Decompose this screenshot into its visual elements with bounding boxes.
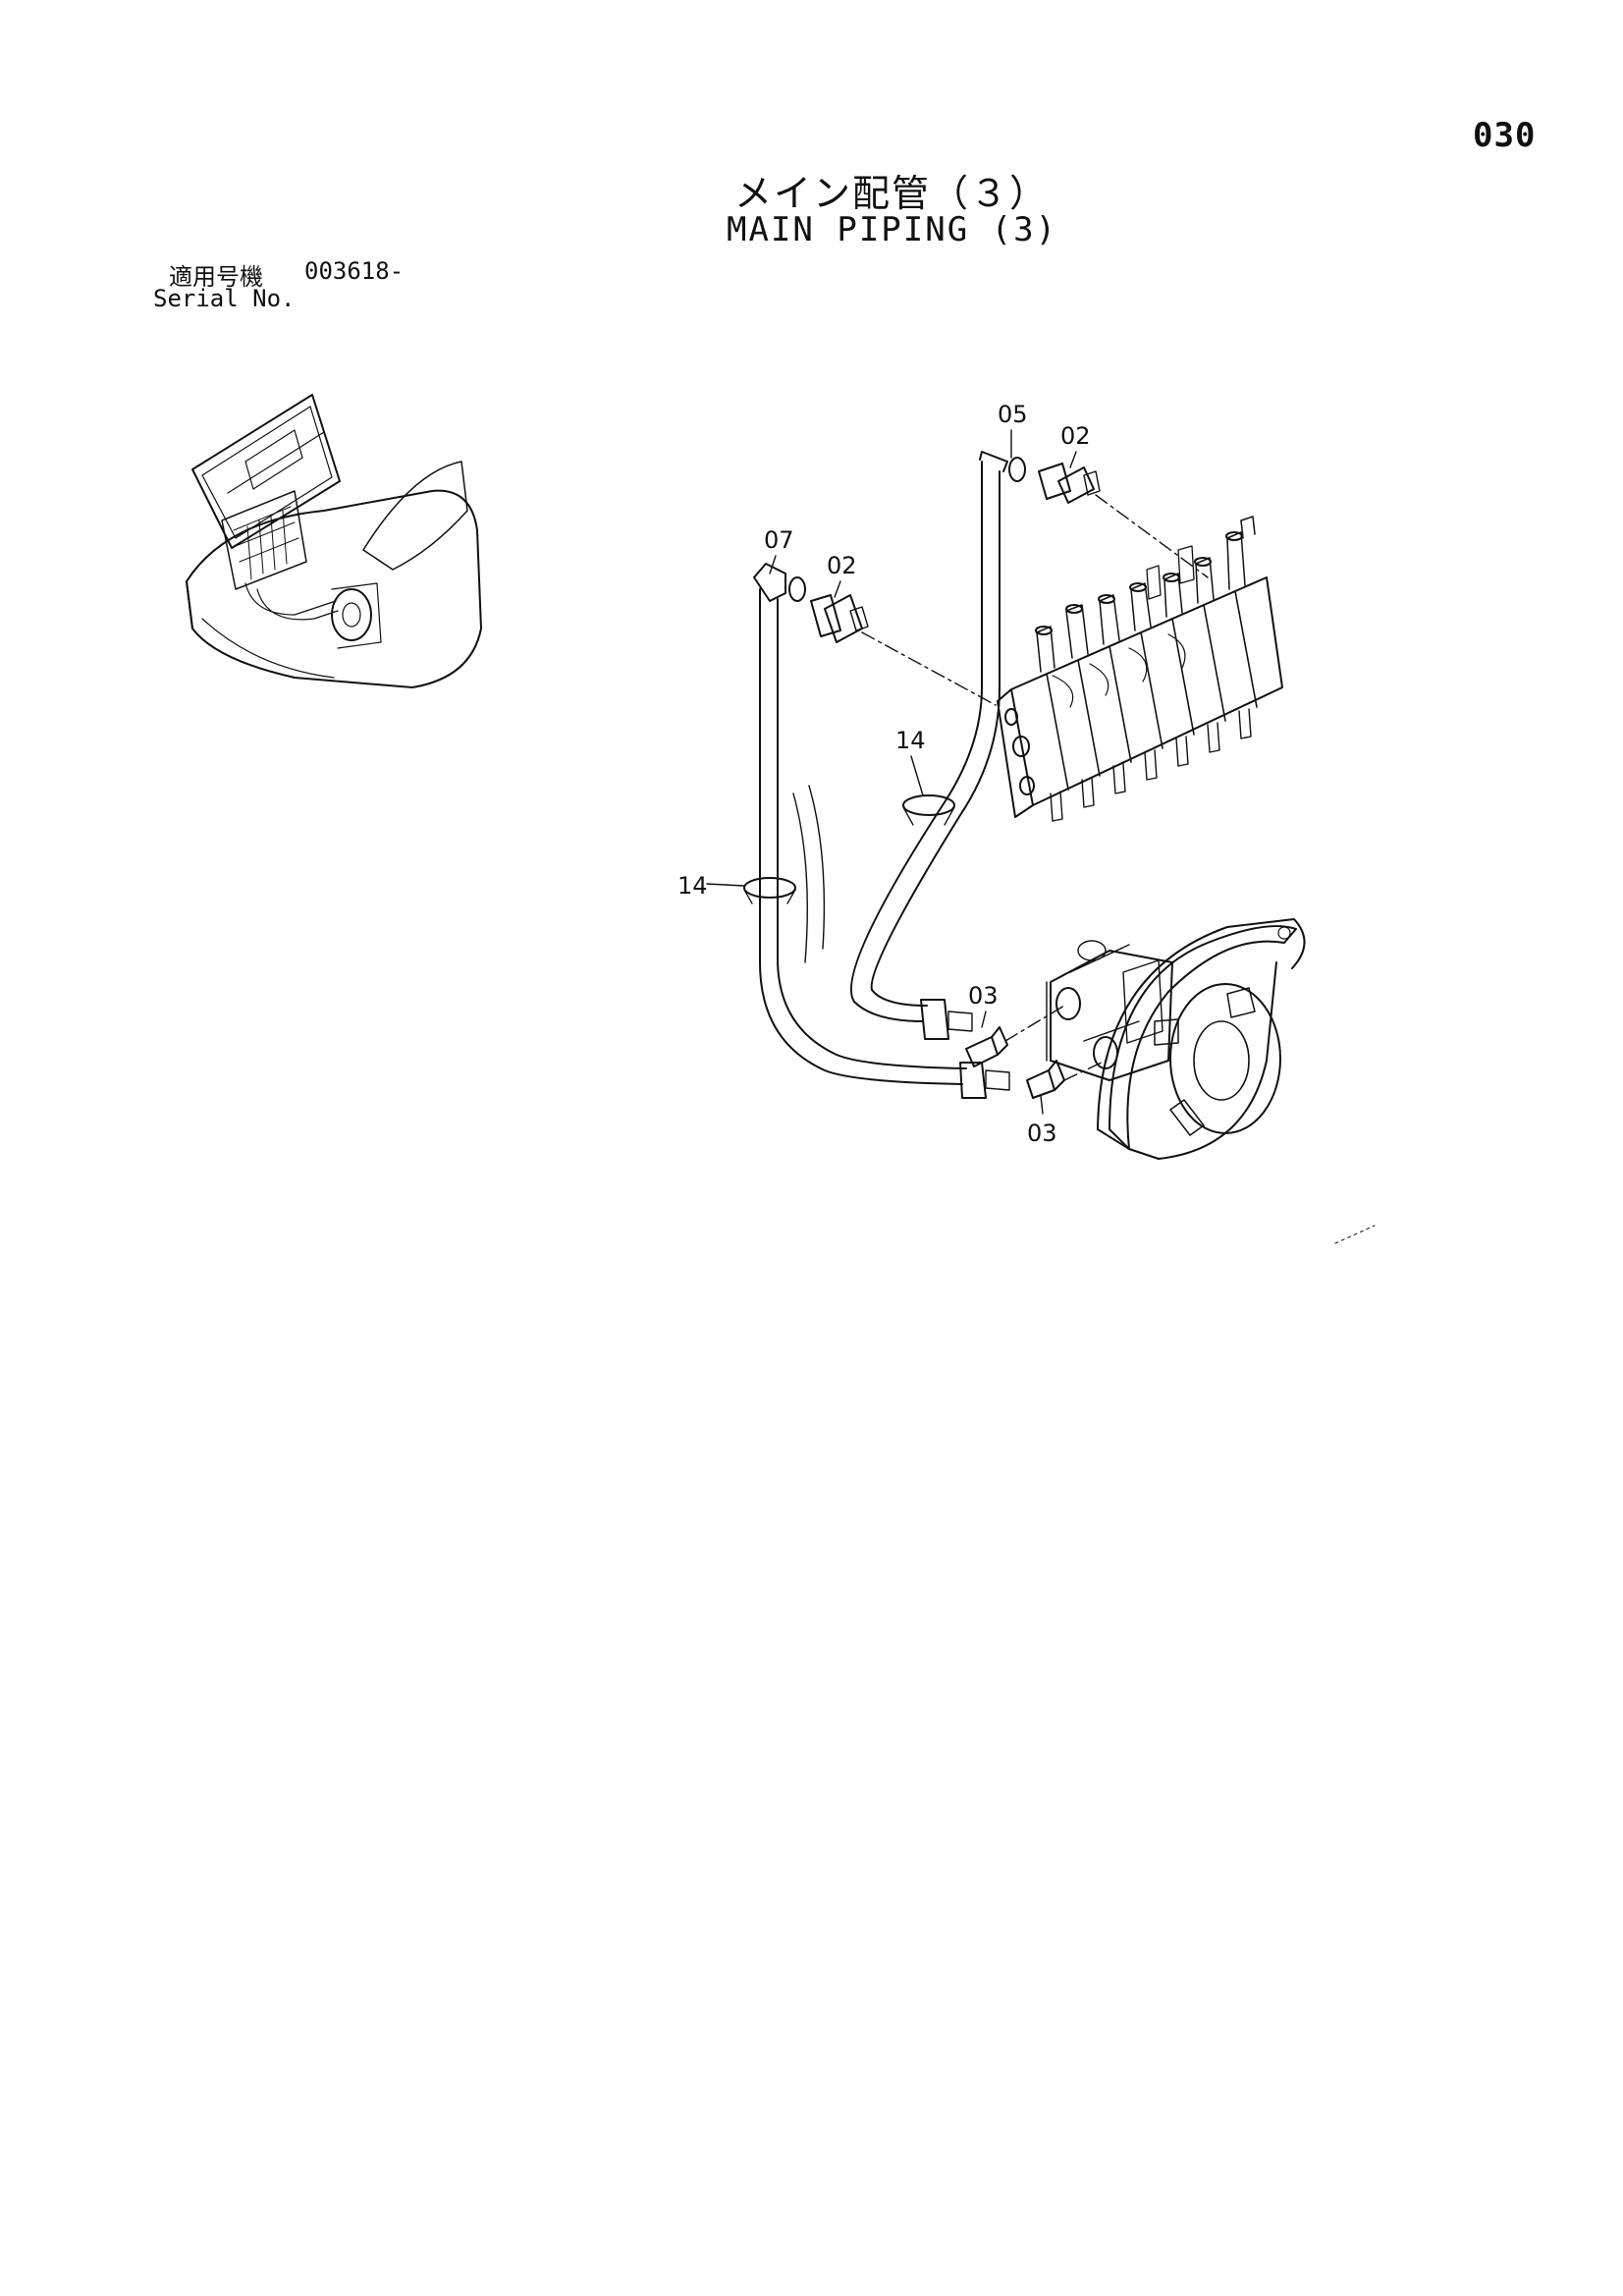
serial-label: Serial No. bbox=[153, 285, 296, 312]
callout-03-lower: 03 bbox=[1027, 1120, 1057, 1147]
page-title: MAIN PIPING (3) bbox=[727, 210, 1058, 249]
hose-05-to-03 bbox=[850, 451, 1026, 1040]
hose-clamp bbox=[743, 877, 796, 904]
adapter-02-middle bbox=[810, 594, 869, 643]
callout-02-upper: 02 bbox=[1060, 422, 1091, 450]
callout-05: 05 bbox=[998, 401, 1028, 428]
serial-number-value: 003618- bbox=[304, 257, 405, 285]
callout-07: 07 bbox=[764, 526, 794, 554]
callout-02-middle: 02 bbox=[827, 552, 857, 579]
control-valve-assembly bbox=[997, 516, 1283, 822]
machine-overview-illustration bbox=[186, 394, 482, 688]
hose-clamp bbox=[902, 794, 955, 826]
connection-leader-lines bbox=[861, 494, 1209, 1081]
page-number: 030 bbox=[1473, 116, 1537, 155]
adapter-02-upper bbox=[1038, 463, 1101, 504]
hose-07-to-03 bbox=[753, 563, 1010, 1099]
page-title-japanese: メイン配管（３） bbox=[734, 172, 1050, 215]
pump-assembly bbox=[1046, 918, 1306, 1160]
callout-14-right: 14 bbox=[895, 727, 926, 754]
callout-14-left: 14 bbox=[677, 872, 708, 900]
serial-label-japanese: 適用号機 bbox=[169, 263, 263, 291]
callout-leaders bbox=[706, 429, 1077, 1115]
elbow-fitting-03-upper bbox=[965, 1026, 1008, 1067]
elbow-fitting-03-lower bbox=[1026, 1060, 1065, 1099]
callout-03-upper: 03 bbox=[968, 982, 999, 1010]
